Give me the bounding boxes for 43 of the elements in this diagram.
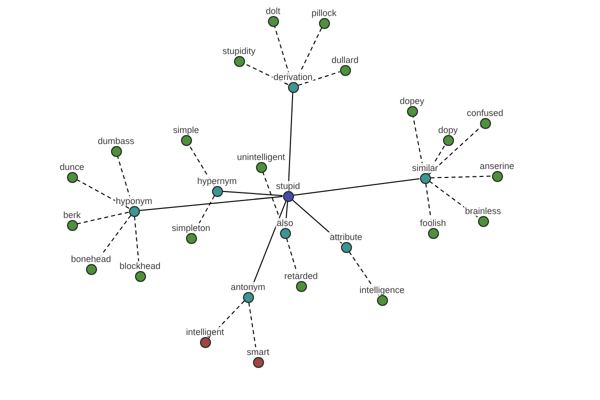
dashed-line (428, 180, 480, 218)
node-label: bonehead (70, 254, 112, 264)
connector-line (292, 178, 420, 196)
node-label: dunce (58, 162, 86, 172)
dashed-line (76, 179, 130, 209)
node-label: stupidity (221, 46, 257, 56)
dashed-line (427, 144, 446, 174)
dashed-line (428, 126, 482, 175)
dashed-line (430, 176, 492, 178)
node-label: hypernym (196, 176, 238, 186)
node-label: simple (172, 124, 200, 134)
node-label: hyponym (114, 196, 154, 206)
node-label: intelligent (184, 326, 226, 336)
node-label: smart (246, 346, 270, 356)
connector-line (138, 196, 284, 211)
node-label: berk (62, 210, 82, 220)
node-label: intelligence (358, 284, 406, 294)
node-label: dopy (437, 124, 459, 134)
node-label: dumbass (96, 136, 136, 146)
node-label: anserine (478, 160, 516, 170)
node-label: dopey (398, 96, 426, 106)
node-label: confused (466, 108, 504, 118)
node-label: attribute (328, 232, 364, 242)
node-label: derivation (272, 72, 314, 82)
dashed-line (348, 251, 380, 296)
node-label: blockhead (118, 260, 162, 270)
node-label: similar (411, 162, 439, 172)
dashed-line (76, 212, 130, 224)
node-label: brainless (464, 206, 502, 216)
node-label: dullard (330, 54, 360, 64)
connector-line (222, 190, 284, 196)
node-label: pillock (310, 8, 338, 18)
node-label: dolt (264, 6, 282, 16)
dashed-line (188, 144, 215, 187)
node-label: retarded (283, 270, 319, 280)
node-label: unintelligent (236, 152, 286, 162)
node-label: stupid (274, 180, 302, 190)
node-label: antonym (230, 282, 266, 292)
node-label: also (276, 218, 294, 228)
node-label: simpleton (170, 222, 212, 232)
node-label: foolish (419, 218, 447, 228)
dashed-line (208, 300, 245, 339)
dashed-line (298, 71, 340, 86)
